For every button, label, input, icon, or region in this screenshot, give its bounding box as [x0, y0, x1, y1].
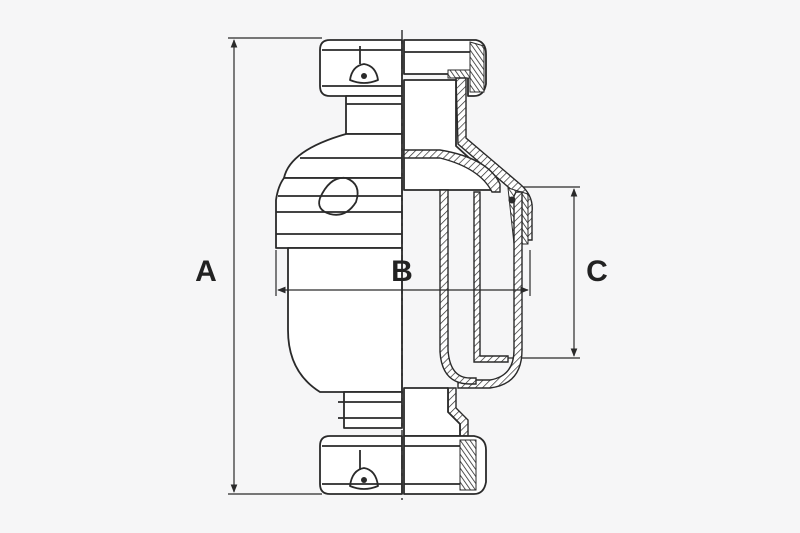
dimension-a: A [195, 37, 322, 495]
dimension-c: C [480, 186, 608, 359]
valve-exterior-view [275, 39, 403, 495]
dimension-c-label: C [586, 255, 608, 288]
dimension-b-label: B [391, 255, 413, 288]
valve-section-view [403, 39, 533, 495]
dimension-a-label: A [195, 255, 217, 288]
dimension-b: B [275, 250, 531, 296]
